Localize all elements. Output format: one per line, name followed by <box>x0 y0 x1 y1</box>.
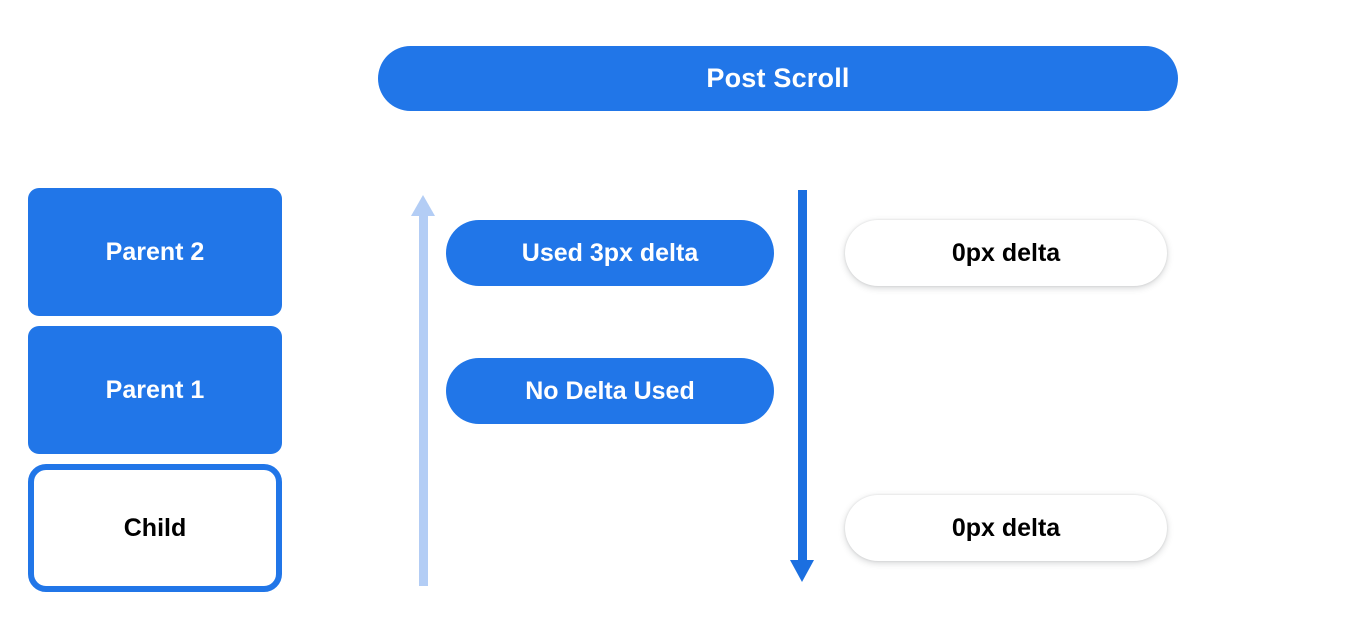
up-arrow-icon <box>411 195 435 586</box>
box-child-label: Child <box>123 513 187 542</box>
pill-used-3px-delta: Used 3px delta <box>446 220 774 286</box>
box-parent-2-label: Parent 2 <box>105 237 205 266</box>
box-parent-2: Parent 2 <box>28 188 282 316</box>
down-arrow-icon <box>790 190 814 582</box>
pill-0px-delta-bottom-label: 0px delta <box>951 513 1061 542</box>
box-parent-1: Parent 1 <box>28 326 282 454</box>
box-parent-1-label: Parent 1 <box>105 375 205 404</box>
post-scroll-header: Post Scroll <box>378 46 1178 111</box>
box-child: Child <box>28 464 282 592</box>
pill-no-delta-used-label: No Delta Used <box>525 376 695 405</box>
pill-0px-delta-top-label: 0px delta <box>951 238 1061 267</box>
pill-no-delta-used: No Delta Used <box>446 358 774 424</box>
pill-0px-delta-top: 0px delta <box>845 220 1167 286</box>
pill-used-3px-delta-label: Used 3px delta <box>521 238 699 267</box>
post-scroll-header-label: Post Scroll <box>706 63 850 93</box>
pill-0px-delta-bottom: 0px delta <box>845 495 1167 561</box>
